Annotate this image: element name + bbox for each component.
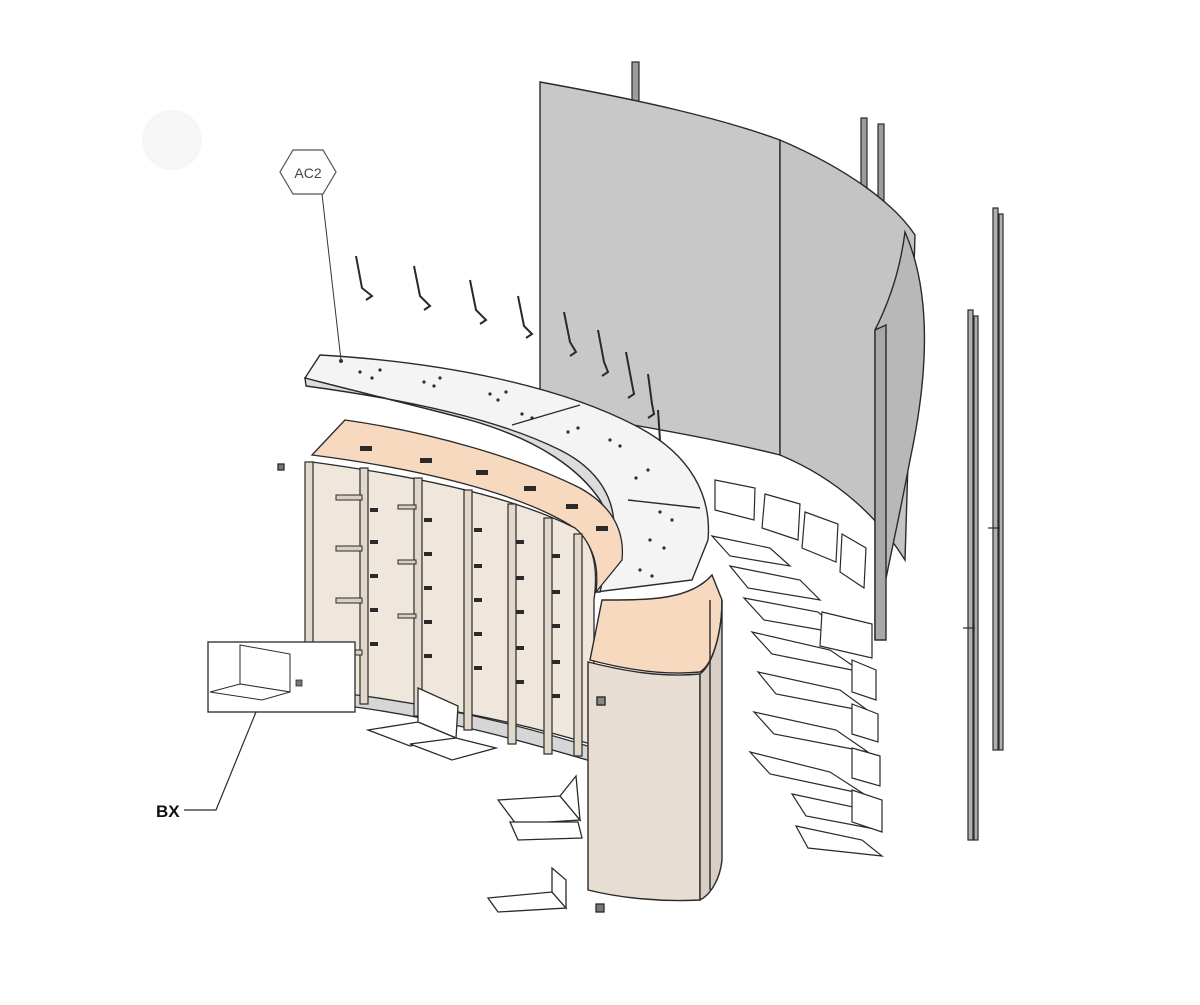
bx-label: BX [156, 802, 180, 821]
floor-bracket-2 [277, 463, 285, 471]
bx-detail-bracket [295, 679, 303, 687]
rail-3 [967, 309, 974, 841]
ac2-leader-line [321, 193, 342, 361]
back-wall-panel-left [539, 81, 781, 456]
counter-seam-2 [627, 499, 701, 509]
ac2-label: AC2 [294, 165, 321, 181]
bx-detail-base [209, 683, 291, 701]
bx-callout: BX [156, 641, 356, 821]
hexagon-callout-icon [279, 149, 337, 195]
loose-bx-panels [277, 463, 605, 913]
rail-4 [973, 315, 979, 841]
floor-bracket-1 [595, 903, 605, 913]
loose-panel-5-upright [551, 866, 567, 910]
end-cabinet-latch [596, 696, 606, 706]
bracket-1 [355, 255, 374, 301]
post-1 [631, 61, 640, 103]
rail-1 [992, 207, 999, 751]
bracket-6 [597, 329, 610, 377]
shelf-pegs [370, 508, 560, 698]
background-smudge [142, 110, 202, 170]
rail-2 [998, 213, 1004, 751]
bx-leader-line [184, 711, 257, 811]
shelving-top [310, 419, 624, 595]
vertical-rails [963, 207, 1004, 841]
curved-lower-panels [710, 479, 884, 857]
back-wall-end-panel [874, 229, 926, 641]
bracket-5 [563, 311, 578, 357]
shelving-dividers [304, 461, 583, 757]
counter-seam-1 [511, 404, 581, 426]
bracket-3 [469, 279, 488, 325]
bracket-4 [517, 295, 534, 339]
bracket-2 [413, 265, 432, 311]
loose-panel-3-upright [559, 774, 581, 823]
bracket-7 [625, 351, 636, 399]
bracket-8 [647, 373, 656, 419]
counter-fixings [358, 368, 674, 578]
end-cabinet [587, 573, 723, 902]
ac2-leader-dot [339, 359, 343, 363]
loose-panel-4 [508, 821, 583, 841]
loose-panel-2 [409, 737, 499, 761]
curved-back-wall [539, 81, 926, 641]
ac2-callout: AC2 [279, 149, 343, 363]
back-wall-end-cap [874, 323, 887, 641]
post-3 [877, 123, 885, 203]
shelving-top-fixings [360, 446, 608, 531]
